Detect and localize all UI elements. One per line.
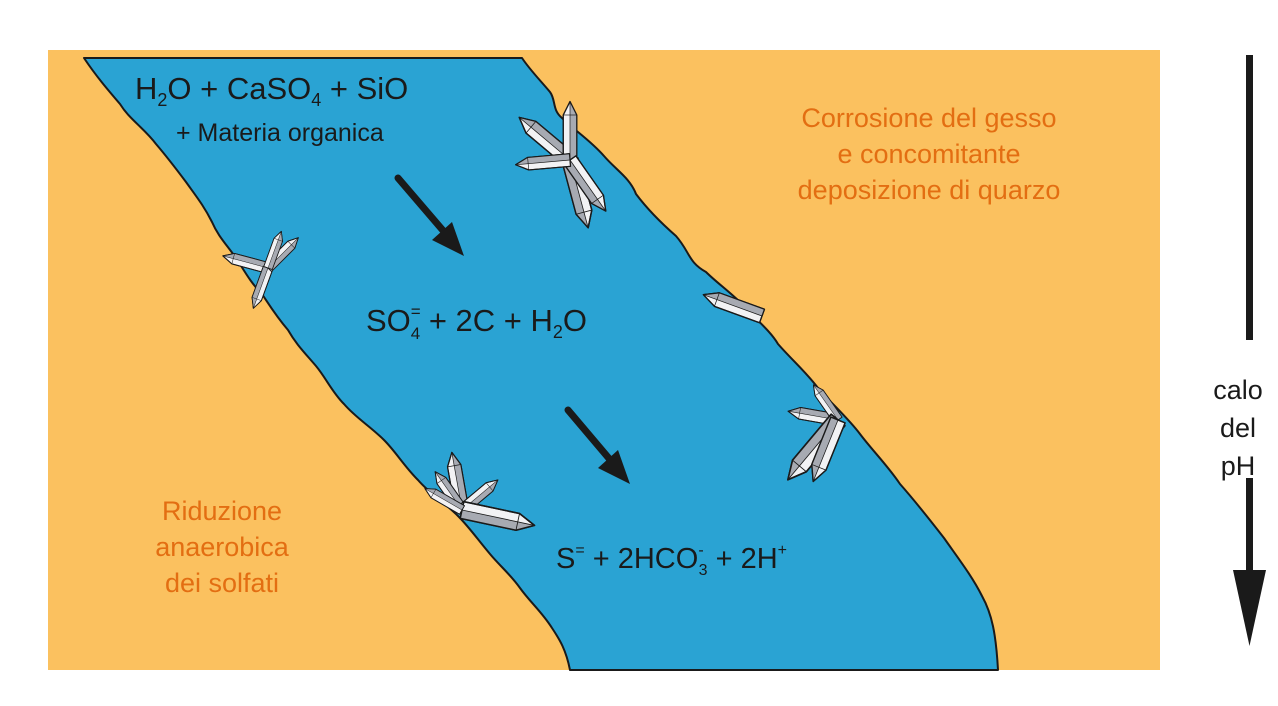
- svg-text:Riduzione: Riduzione: [162, 496, 282, 526]
- svg-text:dei solfati: dei solfati: [165, 568, 279, 598]
- corrosion-label: Corrosione del gesso e concomitante depo…: [798, 103, 1061, 205]
- reactants-formula: H2O + CaSO4 + SiO: [135, 71, 408, 110]
- svg-text:e concomitante: e concomitante: [837, 139, 1020, 169]
- reduction-label: Riduzione anaerobica dei solfati: [155, 496, 290, 598]
- arrow-down-right-icon: [564, 406, 630, 484]
- intermediate-formula: SO=4 + 2C + H2O: [366, 302, 587, 343]
- svg-text:anaerobica: anaerobica: [155, 532, 290, 562]
- ph-drop-label: calo del pH: [1213, 375, 1263, 481]
- arrow-down-right-icon: [394, 174, 464, 256]
- svg-text:Corrosione del gesso: Corrosione del gesso: [801, 103, 1056, 133]
- products-formula: S= + 2HCO-3 + 2H+: [556, 542, 787, 579]
- svg-text:pH: pH: [1221, 451, 1256, 481]
- arrow-down-icon: [1233, 478, 1266, 646]
- organic-matter-label: + Materia organica: [176, 119, 384, 147]
- ph-bar-upper: [1246, 55, 1253, 340]
- svg-text:del: del: [1220, 413, 1256, 443]
- svg-text:calo: calo: [1213, 375, 1263, 405]
- svg-text:deposizione di quarzo: deposizione di quarzo: [798, 175, 1061, 205]
